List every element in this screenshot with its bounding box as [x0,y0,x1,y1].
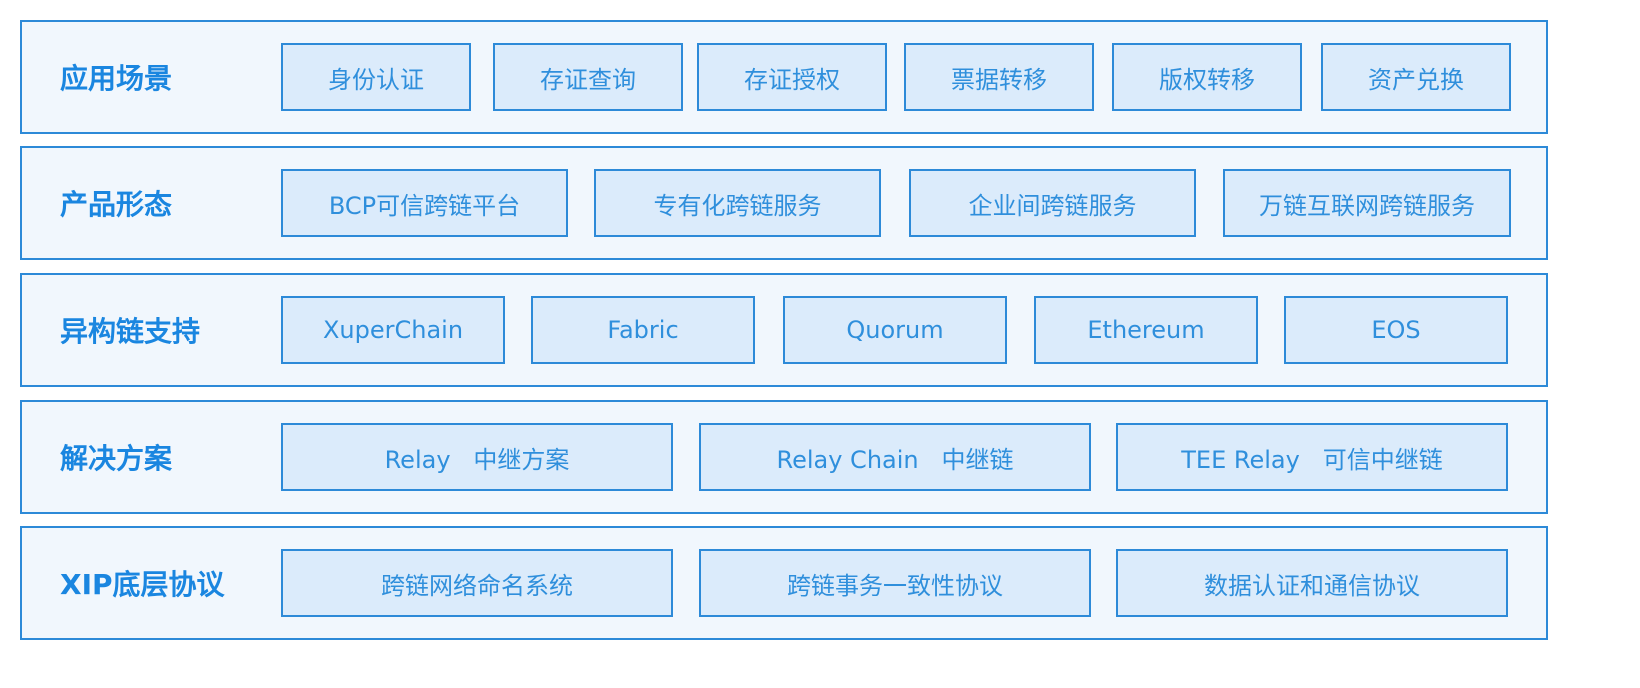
item-box: 数据认证和通信协议 [1116,549,1508,617]
item-box: TEE Relay 可信中继链 [1116,423,1508,491]
item-box: Relay 中继方案 [281,423,673,491]
item-box: 跨链网络命名系统 [281,549,673,617]
item-box: BCP可信跨链平台 [281,169,568,237]
layer-title: 解决方案 [60,442,173,475]
item-box: 资产兑换 [1321,43,1511,111]
item-box: Ethereum [1034,296,1258,364]
item-box: 跨链事务一致性协议 [699,549,1091,617]
layer-xip-protocol: XIP底层协议 跨链网络命名系统 跨链事务一致性协议 数据认证和通信协议 [20,526,1548,640]
item-box: Quorum [783,296,1007,364]
item-box: 存证授权 [697,43,887,111]
item-box: 身份认证 [281,43,471,111]
layer-application-scenarios: 应用场景 身份认证 存证查询 存证授权 票据转移 版权转移 资产兑换 [20,20,1548,134]
layer-title: XIP底层协议 [60,568,225,601]
layer-title: 异构链支持 [60,315,201,348]
item-box: Fabric [531,296,755,364]
layer-title: 应用场景 [60,62,173,95]
item-box: 万链互联网跨链服务 [1223,169,1511,237]
layer-solutions: 解决方案 Relay 中继方案 Relay Chain 中继链 TEE Rela… [20,400,1548,514]
layer-heterogeneous-chains: 异构链支持 XuperChain Fabric Quorum Ethereum … [20,273,1548,387]
layer-title: 产品形态 [60,188,173,221]
item-box: EOS [1284,296,1508,364]
item-box: Relay Chain 中继链 [699,423,1091,491]
item-box: 企业间跨链服务 [909,169,1196,237]
item-box: 票据转移 [904,43,1094,111]
item-box: 版权转移 [1112,43,1302,111]
layer-product-forms: 产品形态 BCP可信跨链平台 专有化跨链服务 企业间跨链服务 万链互联网跨链服务 [20,146,1548,260]
item-box: XuperChain [281,296,505,364]
item-box: 存证查询 [493,43,683,111]
item-box: 专有化跨链服务 [594,169,881,237]
